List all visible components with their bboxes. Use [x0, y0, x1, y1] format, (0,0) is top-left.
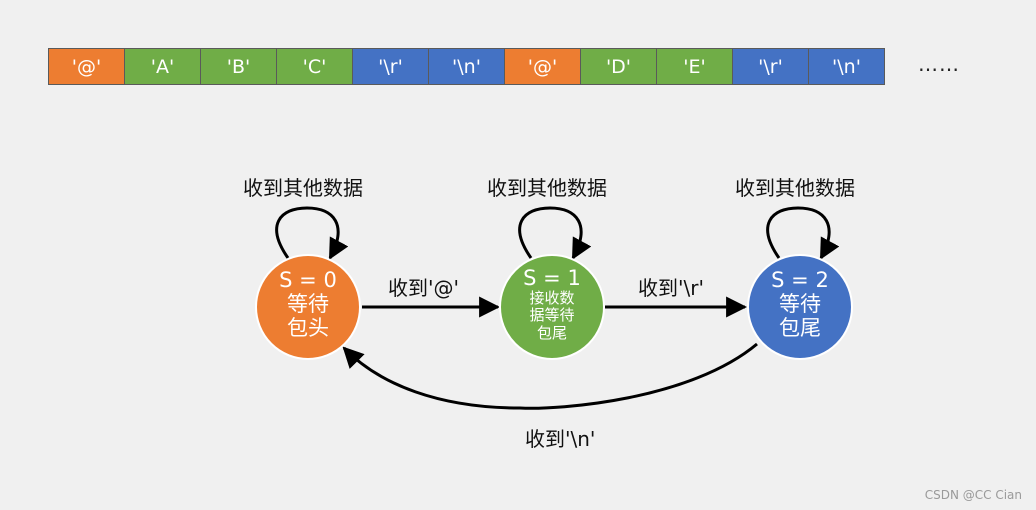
byte-cell: '@': [504, 48, 581, 85]
state-s0-text: S = 0 等待 包头: [258, 268, 358, 340]
self-loop-s0: [275, 206, 349, 260]
state-s0-title: S = 0: [279, 268, 337, 292]
byte-cell: '\n': [428, 48, 505, 85]
self-loop-s2: [766, 206, 840, 260]
self-loop-label-s2: 收到其他数据: [735, 176, 855, 200]
byte-cell: 'D': [580, 48, 657, 85]
state-s1: [499, 254, 605, 360]
transition-label-s0-s1: 收到'@': [388, 276, 459, 300]
byte-cell: '\r': [352, 48, 429, 85]
byte-stream: '@''A''B''C''\r''\n''@''D''E''\r''\n': [48, 48, 885, 85]
state-s1-text: S = 1 接收数 据等待 包尾: [502, 266, 602, 342]
byte-cell: 'B': [200, 48, 277, 85]
watermark: CSDN @CC Cian: [924, 488, 1022, 502]
state-s1-line3: 包尾: [536, 323, 567, 342]
state-s0: [255, 254, 361, 360]
state-s0-line1: 等待: [287, 292, 329, 317]
state-s0-line2: 包头: [287, 316, 329, 341]
transition-label-s1-s2: 收到'\r': [638, 276, 704, 300]
byte-cell: '\r': [732, 48, 809, 85]
state-s2-line2: 包尾: [779, 316, 821, 341]
state-s1-title: S = 1: [523, 266, 581, 290]
state-s1-line1: 接收数: [529, 289, 575, 308]
arrow-s2-s0: [342, 342, 758, 410]
byte-cell: '@': [48, 48, 125, 85]
self-loop-s1: [518, 206, 592, 260]
self-loop-label-s0: 收到其他数据: [243, 176, 363, 200]
state-s2-title: S = 2: [771, 268, 829, 292]
ellipsis: ……: [918, 52, 960, 76]
byte-cell: '\n': [808, 48, 885, 85]
state-s2: [747, 254, 853, 360]
state-s2-line1: 等待: [779, 292, 821, 317]
state-s1-line2: 据等待: [529, 306, 575, 325]
byte-cell: 'C': [276, 48, 353, 85]
transition-label-s2-s0: 收到'\n': [525, 427, 596, 451]
state-s2-text: S = 2 等待 包尾: [750, 268, 850, 340]
byte-cell: 'E': [656, 48, 733, 85]
byte-cell: 'A': [124, 48, 201, 85]
self-loop-label-s1: 收到其他数据: [487, 176, 607, 200]
